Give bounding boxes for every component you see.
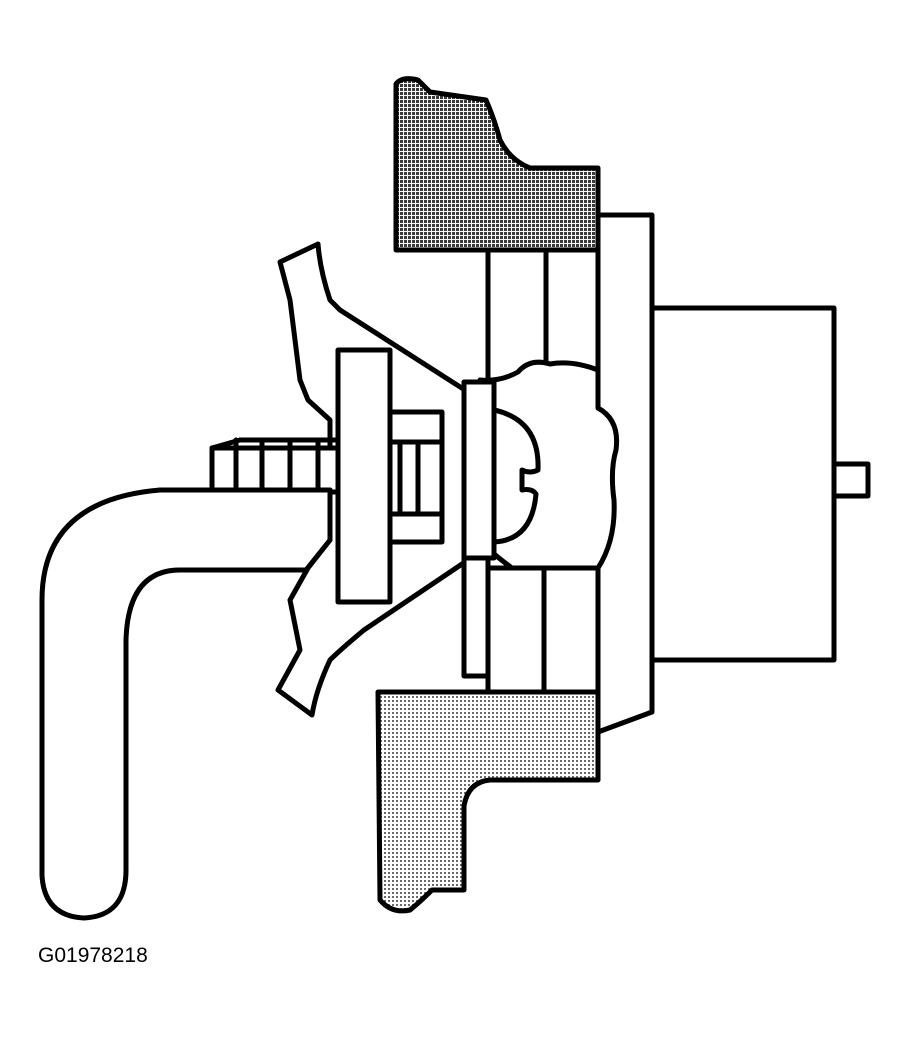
nut-profile: [491, 407, 541, 545]
bent-hose: [39, 487, 333, 921]
bearing-column-upper-right: [543, 247, 601, 373]
upper-bracket: [393, 76, 601, 253]
thread-top: [209, 437, 243, 451]
hub-inner-lower: [387, 511, 445, 545]
hub-block: [335, 347, 393, 605]
spacer-plate: [461, 379, 497, 561]
bearing-column-lower-left: [485, 565, 547, 695]
shaft-stub: [831, 461, 871, 499]
hub-inner-upper: [387, 409, 445, 445]
spacer-plate-lower: [461, 555, 491, 679]
hub-core: [397, 439, 445, 517]
figure-id-label: G01978218: [38, 944, 148, 967]
bearing-column-lower-right: [541, 565, 601, 695]
lower-bracket: [375, 689, 601, 914]
motor-housing: [649, 305, 837, 663]
